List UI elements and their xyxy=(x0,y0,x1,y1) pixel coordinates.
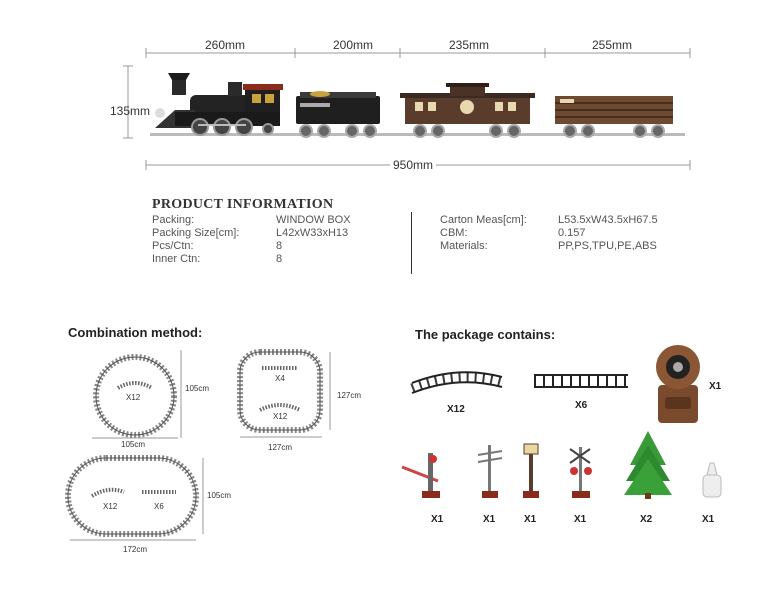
dim-stock-car: 255mm xyxy=(592,38,633,52)
train-diagram: 260mm 200mm 235mm 255mm 135mm 950mm xyxy=(0,0,774,180)
dim-locomotive: 260mm xyxy=(205,38,246,52)
lamp-post-qty: X1 xyxy=(524,514,537,525)
dim-tender: 200mm xyxy=(333,38,374,52)
straight-track-qty: X6 xyxy=(575,400,588,411)
info-label: Carton Meas[cm]: xyxy=(440,214,527,226)
signal-gate-icon xyxy=(401,453,440,498)
square-count-top: X4 xyxy=(275,374,285,383)
package-items xyxy=(401,345,722,499)
tree-icon xyxy=(624,431,672,499)
info-label: Inner Ctn: xyxy=(152,253,201,265)
info-value: 8 xyxy=(276,253,283,265)
telegraph-pole-qty: X1 xyxy=(483,514,496,525)
info-label: Packing: xyxy=(152,214,195,226)
product-info-title: PRODUCT INFORMATION xyxy=(152,197,334,212)
lamp-post-icon xyxy=(523,443,539,498)
train-illustration xyxy=(123,48,691,170)
info-label: CBM: xyxy=(440,227,468,239)
combination-title: Combination method: xyxy=(68,325,203,340)
oval-count-straight: X6 xyxy=(154,502,164,511)
locomotive xyxy=(155,73,283,136)
info-value: 0.157 xyxy=(558,227,586,239)
stock-car xyxy=(555,96,673,138)
curved-track-icon xyxy=(410,371,504,394)
crossing-sign-icon xyxy=(569,447,592,498)
info-value: 8 xyxy=(276,240,283,252)
crossing-sign-qty: X1 xyxy=(574,514,587,525)
package-title: The package contains: xyxy=(415,327,556,342)
curved-track-qty: X12 xyxy=(447,404,465,415)
tender-car xyxy=(296,91,380,138)
square-count-bottom: X12 xyxy=(273,412,288,421)
info-label: Pcs/Ctn: xyxy=(152,240,194,252)
square-layout xyxy=(237,349,331,438)
telegraph-pole-icon xyxy=(477,445,503,498)
oval-height: 105cm xyxy=(207,491,232,500)
controller-icon xyxy=(656,345,700,423)
info-label: Packing Size[cm]: xyxy=(152,227,240,239)
oval-width: 172cm xyxy=(123,545,148,554)
bottle-icon xyxy=(702,462,722,498)
oval-layout xyxy=(65,455,204,541)
oval-count-curve: X12 xyxy=(103,502,118,511)
square-height: 127cm xyxy=(337,391,362,400)
circle-count: X12 xyxy=(126,393,141,402)
caboose-car xyxy=(400,83,535,138)
tree-qty: X2 xyxy=(640,514,653,525)
circle-layout xyxy=(92,350,182,439)
info-label: Materials: xyxy=(440,240,488,252)
info-divider xyxy=(411,212,412,274)
info-value: L53.5xW43.5xH67.5 xyxy=(558,214,658,226)
circle-height: 105cm xyxy=(185,384,210,393)
info-value: WINDOW BOX xyxy=(276,214,351,226)
info-value: L42xW33xH13 xyxy=(276,227,349,239)
circle-width: 105cm xyxy=(121,440,146,449)
dim-height: 135mm xyxy=(110,104,151,118)
square-width: 127cm xyxy=(268,443,293,452)
dim-caboose: 235mm xyxy=(449,38,490,52)
bottle-qty: X1 xyxy=(702,514,715,525)
signal-gate-qty: X1 xyxy=(431,514,444,525)
info-value: PP,PS,TPU,PE,ABS xyxy=(558,240,657,252)
dim-total: 950mm xyxy=(390,158,437,172)
straight-track-icon xyxy=(534,374,628,388)
combination-diagrams xyxy=(65,349,331,541)
controller-qty: X1 xyxy=(709,381,722,392)
